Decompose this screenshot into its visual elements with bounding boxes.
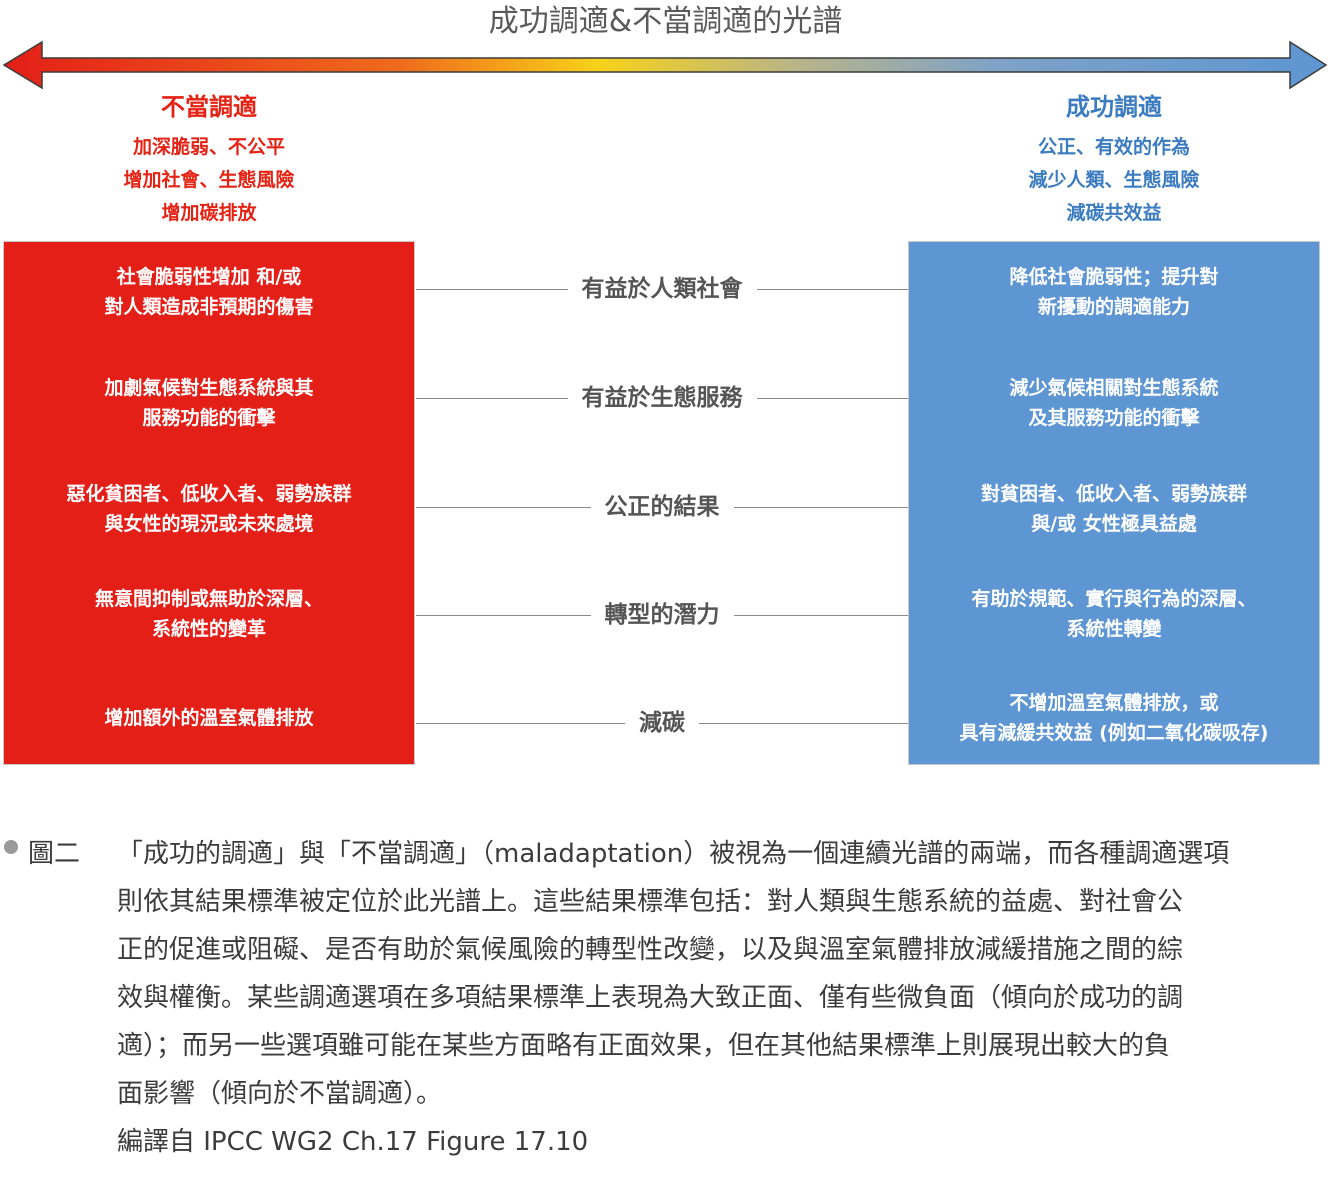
successful-adaptation-summary-line: 減碳共效益 xyxy=(1066,202,1162,224)
maladaptation-cell: 社會脆弱性增加 和/或 對人類造成非預期的傷害 xyxy=(104,266,314,318)
criterion-transformational-potential: 轉型的潛力 xyxy=(416,600,908,630)
figure-caption: 「成功的調適」與「不當調適」（maladaptation）被視為一個連續光譜的兩… xyxy=(117,830,1329,1166)
caption-line: 效與權衡。某些調適選項在多項結果標準上表現為大致正面、僅有些微負面（傾向於成功的… xyxy=(117,983,1184,1013)
successful-adaptation-heading: 成功調適 xyxy=(1066,93,1162,121)
criterion-equitable-outcomes: 公正的結果 xyxy=(416,492,908,522)
maladaptation-heading: 不當調適 xyxy=(161,93,257,121)
successful-adaptation-cell: 有助於規範、實行與行為的深層、 系統性轉變 xyxy=(971,588,1257,640)
maladaptation-cell: 增加額外的溫室氣體排放 xyxy=(104,707,314,729)
caption-line: 「成功的調適」與「不當調適」（maladaptation）被視為一個連續光譜的兩… xyxy=(117,839,1230,869)
successful-adaptation-summary: 公正、有效的作為 減少人類、生態風險 減碳共效益 xyxy=(908,131,1320,230)
caption-line: 正的促進或阻礙、是否有助於氣候風險的轉型性改變，以及與溫室氣體排放減緩措施之間的… xyxy=(117,935,1184,965)
caption-line: 適）；而另一些選項雖可能在某些方面略有正面效果，但在其他結果標準上則展現出較大的… xyxy=(117,1031,1171,1061)
maladaptation-summary-line: 增加社會、生態風險 xyxy=(123,169,295,191)
maladaptation-cell: 無意間抑制或無助於深層、 系統性的變革 xyxy=(94,588,323,640)
maladaptation-cell: 惡化貧困者、低收入者、弱勢族群 與女性的現況或未來處境 xyxy=(66,483,352,535)
maladaptation-summary-line: 增加碳排放 xyxy=(161,202,257,224)
successful-adaptation-box: 降低社會脆弱性；提升對 新擾動的調適能力 減少氣候相關對生態系統 及其服務功能的… xyxy=(908,241,1320,765)
caption-bullet-icon xyxy=(4,840,18,854)
caption-line: 則依其結果標準被定位於此光譜上。這些結果標準包括：對人類與生態系統的益處、對社會… xyxy=(117,887,1184,917)
maladaptation-summary-line: 加深脆弱、不公平 xyxy=(132,136,285,158)
criterion-human-society: 有益於人類社會 xyxy=(416,274,908,304)
caption-source: 編譯自 IPCC WG2 Ch.17 Figure 17.10 xyxy=(117,1127,589,1157)
diagram-title: 成功調適&不當調適的光譜 xyxy=(488,4,843,39)
figure-label: 圖二 xyxy=(28,839,81,869)
successful-adaptation-summary-line: 公正、有效的作為 xyxy=(1037,136,1190,158)
caption-line: 面影響（傾向於不當調適）。 xyxy=(117,1079,443,1109)
successful-adaptation-cell: 降低社會脆弱性；提升對 新擾動的調適能力 xyxy=(1009,266,1219,318)
maladaptation-cell: 加劇氣候對生態系統與其 服務功能的衝擊 xyxy=(104,377,314,429)
maladaptation-summary: 加深脆弱、不公平 增加社會、生態風險 增加碳排放 xyxy=(3,131,415,230)
maladaptation-box: 社會脆弱性增加 和/或 對人類造成非預期的傷害 加劇氣候對生態系統與其 服務功能… xyxy=(3,241,415,765)
successful-adaptation-summary-line: 減少人類、生態風險 xyxy=(1028,169,1200,191)
criterion-mitigation: 減碳 xyxy=(416,708,908,738)
successful-adaptation-cell: 不增加溫室氣體排放，或 具有減緩共效益 (例如二氧化碳吸存) xyxy=(959,692,1269,744)
successful-adaptation-cell: 減少氣候相關對生態系統 及其服務功能的衝擊 xyxy=(1009,377,1219,429)
successful-adaptation-cell: 對貧困者、低收入者、弱勢族群 與/或 女性極具益處 xyxy=(980,483,1247,535)
criterion-ecosystem-services: 有益於生態服務 xyxy=(416,383,908,413)
spectrum-arrow-shape xyxy=(2,40,1328,90)
spectrum-arrow xyxy=(2,40,1328,90)
